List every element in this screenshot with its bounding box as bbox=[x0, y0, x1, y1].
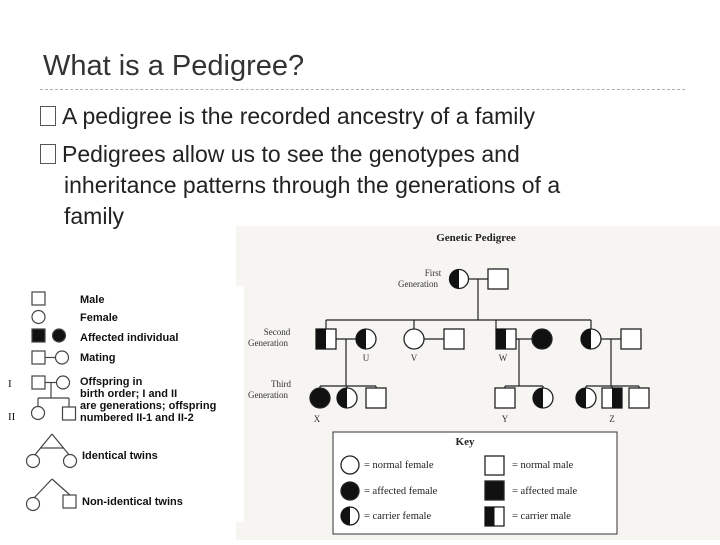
legend-roman-1: I bbox=[8, 378, 12, 390]
gen2-normal-male-icon bbox=[443, 328, 465, 350]
legend-female-circle-icon bbox=[31, 309, 46, 325]
gen3-carrier-female-2-icon bbox=[532, 387, 554, 409]
gen3-carrier-male-icon bbox=[601, 387, 623, 409]
label-v: V bbox=[411, 353, 418, 363]
title-divider bbox=[40, 89, 685, 90]
legend-mating-square-icon bbox=[31, 350, 46, 365]
bullet-2-line-1: Pedigrees allow us to see the genotypes … bbox=[62, 141, 520, 167]
symbol-legend-diagram: I II Male Female Affected individual Mat… bbox=[8, 291, 216, 512]
legend-non-identical-twins-icon bbox=[25, 478, 77, 512]
gen-2-label-b: Generation bbox=[248, 338, 288, 348]
gen3-carrier-female-icon bbox=[336, 387, 358, 409]
legend-affected-circle-icon bbox=[51, 328, 67, 343]
gen-1-label-b: Generation bbox=[398, 279, 438, 289]
symbol-legend: I II Male Female Affected individual Mat… bbox=[0, 286, 244, 522]
bullet-2: Pedigrees allow us to see the genotypes … bbox=[40, 139, 650, 232]
gen-3-label-b: Generation bbox=[248, 390, 288, 400]
gen2-carrier-male-w-icon bbox=[495, 328, 517, 350]
genetic-pedigree-figure: Genetic Pedigree First Generation Second… bbox=[236, 226, 720, 540]
gen3-normal-male-icon bbox=[365, 387, 387, 409]
legend-label-identical-twins: Identical twins bbox=[82, 450, 158, 462]
bullet-box-icon bbox=[40, 106, 56, 126]
gen2-affected-female-icon bbox=[531, 328, 553, 350]
legend-label-offspring-1: Offspring in bbox=[80, 376, 143, 388]
gen-3-label-a: Third bbox=[271, 379, 291, 389]
key-label-affected-female: = affected female bbox=[364, 486, 438, 497]
key-label-carrier-male: = carrier male bbox=[512, 511, 571, 522]
label-w: W bbox=[499, 353, 508, 363]
key-label-normal-male: = normal male bbox=[512, 460, 574, 471]
gen3-normal-male-y-icon bbox=[494, 387, 516, 409]
gen3-affected-female-x-icon bbox=[309, 387, 331, 409]
legend-label-male: Male bbox=[80, 294, 104, 306]
gen1-normal-male-icon bbox=[487, 268, 509, 290]
legend-label-female: Female bbox=[80, 312, 118, 324]
pedigree-diagram: Genetic Pedigree First Generation Second… bbox=[248, 232, 650, 535]
legend-label-offspring-4: numbered II-1 and II-2 bbox=[80, 412, 194, 424]
legend-label-mating: Mating bbox=[80, 352, 115, 364]
key-square-empty-icon bbox=[484, 455, 505, 476]
gen2-normal-male-right-icon bbox=[620, 328, 642, 350]
key-circle-filled-icon bbox=[340, 481, 360, 501]
legend-affected-square-icon bbox=[31, 328, 46, 343]
legend-male-square-icon bbox=[31, 291, 46, 306]
bullet-2-line-3: family bbox=[64, 203, 125, 229]
gen3-carrier-female-3-icon bbox=[575, 387, 597, 409]
legend-roman-2: II bbox=[8, 411, 16, 423]
legend-label-offspring-3: are generations; offspring bbox=[80, 400, 216, 412]
legend-label-non-identical-twins: Non-identical twins bbox=[82, 496, 183, 508]
label-u: U bbox=[363, 353, 370, 363]
bullet-1-text: A pedigree is the recorded ancestry of a… bbox=[62, 103, 536, 129]
slide-title: What is a Pedigree? bbox=[43, 50, 305, 82]
bullet-box-icon bbox=[40, 144, 56, 164]
key-label-carrier-female: = carrier female bbox=[364, 511, 431, 522]
gen2-normal-female-v-icon bbox=[403, 328, 425, 350]
key-square-half-icon bbox=[484, 506, 505, 527]
gen2-carrier-male-icon bbox=[315, 328, 337, 350]
label-y: Y bbox=[502, 414, 509, 424]
bullet-2-line-2: inheritance patterns through the generat… bbox=[64, 172, 561, 198]
gen1-carrier-female-icon bbox=[448, 268, 470, 290]
legend-label-affected: Affected individual bbox=[80, 332, 178, 344]
gen-2-label-a: Second bbox=[264, 327, 291, 337]
legend-label-offspring-2: birth order; I and II bbox=[80, 388, 177, 400]
key-circle-empty-icon bbox=[340, 455, 360, 475]
key-square-filled-icon bbox=[484, 480, 505, 501]
key-title: Key bbox=[456, 436, 475, 448]
gen2-carrier-female-icon bbox=[580, 328, 602, 350]
label-x: X bbox=[314, 414, 321, 424]
gen-1-label-a: First bbox=[425, 268, 442, 278]
pedigree-key: Key = normal female = affected female = … bbox=[332, 431, 618, 535]
pedigree-title: Genetic Pedigree bbox=[436, 232, 516, 244]
key-label-affected-male: = affected male bbox=[512, 486, 578, 497]
key-circle-half-icon bbox=[340, 506, 360, 526]
legend-mating-circle-icon bbox=[54, 350, 70, 365]
gen2-carrier-female-u-icon bbox=[355, 328, 377, 350]
key-label-normal-female: = normal female bbox=[364, 460, 434, 471]
bullet-1: A pedigree is the recorded ancestry of a… bbox=[40, 101, 535, 132]
gen3-normal-male-z-icon bbox=[628, 387, 650, 409]
label-z: Z bbox=[609, 414, 615, 424]
legend-offspring-icon bbox=[30, 375, 77, 421]
legend-identical-twins-icon bbox=[25, 433, 78, 469]
